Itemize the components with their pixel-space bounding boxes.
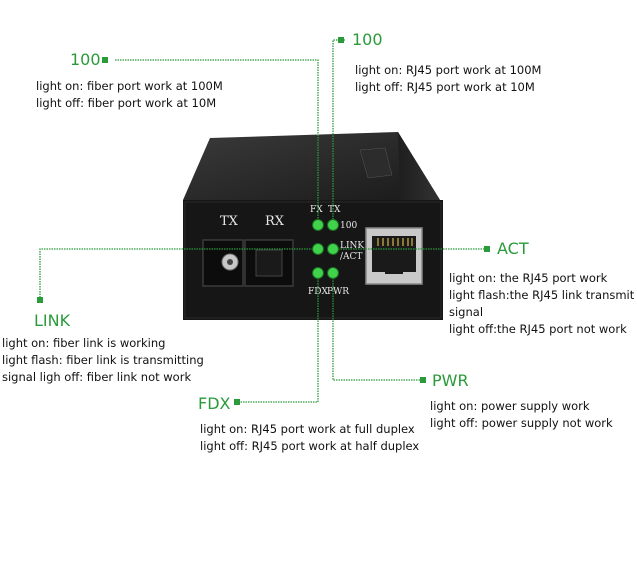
device-label-tx: TX — [220, 214, 239, 229]
rj45-port — [365, 227, 423, 285]
link-description: light on: fiber link is working light fl… — [2, 335, 204, 386]
led-tx-100 — [327, 219, 339, 231]
act-line-on: light on: the RJ45 port work — [449, 271, 608, 285]
led-tx-link-act — [327, 243, 339, 255]
fiber-100-description: light on: fiber port work at 100M light … — [36, 78, 223, 112]
act-description: light on: the RJ45 port work light flash… — [449, 270, 634, 338]
pwr-heading: PWR — [432, 371, 469, 390]
rj45-100-description: light on: RJ45 port work at 100M light o… — [355, 62, 541, 96]
led-label-pwr: PWR — [327, 287, 349, 297]
fiber-100-line-off: light off: fiber port work at 10M — [36, 96, 217, 110]
fdx-line-off: light off: RJ45 port work at half duplex — [200, 439, 420, 453]
leds — [312, 219, 339, 279]
fiber-rx-dust-cap — [255, 249, 283, 277]
rj45-latch — [385, 264, 403, 274]
fdx-heading: FDX — [198, 394, 231, 413]
device-top-sticker — [359, 147, 393, 179]
act-heading: ACT — [497, 239, 529, 258]
pwr-description: light on: power supply work light off: p… — [430, 398, 613, 432]
fiber-ferrule-core — [227, 259, 233, 265]
rj45-100-line-off: light off: RJ45 port work at 10M — [355, 80, 535, 94]
connector-lines — [39, 39, 490, 403]
connector-end-dots — [37, 37, 490, 405]
link-line-flash: light flash: fiber link is transmitting — [2, 353, 204, 367]
connector-fiber-100 — [115, 59, 319, 225]
act-line-flash: light flash:the RJ45 link transmit — [449, 288, 635, 302]
link-line-on: light on: fiber link is working — [2, 336, 166, 350]
act-line-off: light off:the RJ45 port not work — [449, 322, 627, 336]
led-fdx — [312, 267, 324, 279]
connector-pwr — [332, 273, 425, 381]
fiber-100-line-on: light on: fiber port work at 100M — [36, 79, 223, 93]
device-label-rx: RX — [265, 214, 285, 229]
led-fx-100 — [312, 219, 324, 231]
fdx-description: light on: RJ45 port work at full duplex … — [200, 421, 419, 455]
fiber-sc-ports — [202, 239, 294, 287]
connector-fdx — [236, 273, 319, 403]
device-front-bezel — [184, 201, 442, 319]
led-pwr — [327, 267, 339, 279]
led-label-fx: FX — [310, 205, 323, 215]
rj45-pins — [377, 238, 413, 246]
link-heading: LINK — [34, 311, 71, 330]
pwr-line-off: light off: power supply not work — [430, 416, 613, 430]
fdx-line-on: light on: RJ45 port work at full duplex — [200, 422, 415, 436]
pwr-line-on: light on: power supply work — [430, 399, 590, 413]
led-label-act: /ACT — [340, 252, 362, 262]
led-label-tx: TX — [328, 205, 341, 215]
rj45-100-heading: 100 — [352, 30, 383, 49]
rj45-100-line-on: light on: RJ45 port work at 100M — [355, 63, 542, 77]
led-fx-link — [312, 243, 324, 255]
led-label-link: LINK — [340, 241, 364, 251]
act-line-flash-cont: signal — [449, 305, 484, 319]
fiber-100-heading: 100 — [70, 50, 101, 69]
connector-link — [39, 248, 318, 303]
led-label-100: 100 — [340, 221, 357, 231]
link-line-off: signal ligh off: fiber link not work — [2, 370, 192, 384]
